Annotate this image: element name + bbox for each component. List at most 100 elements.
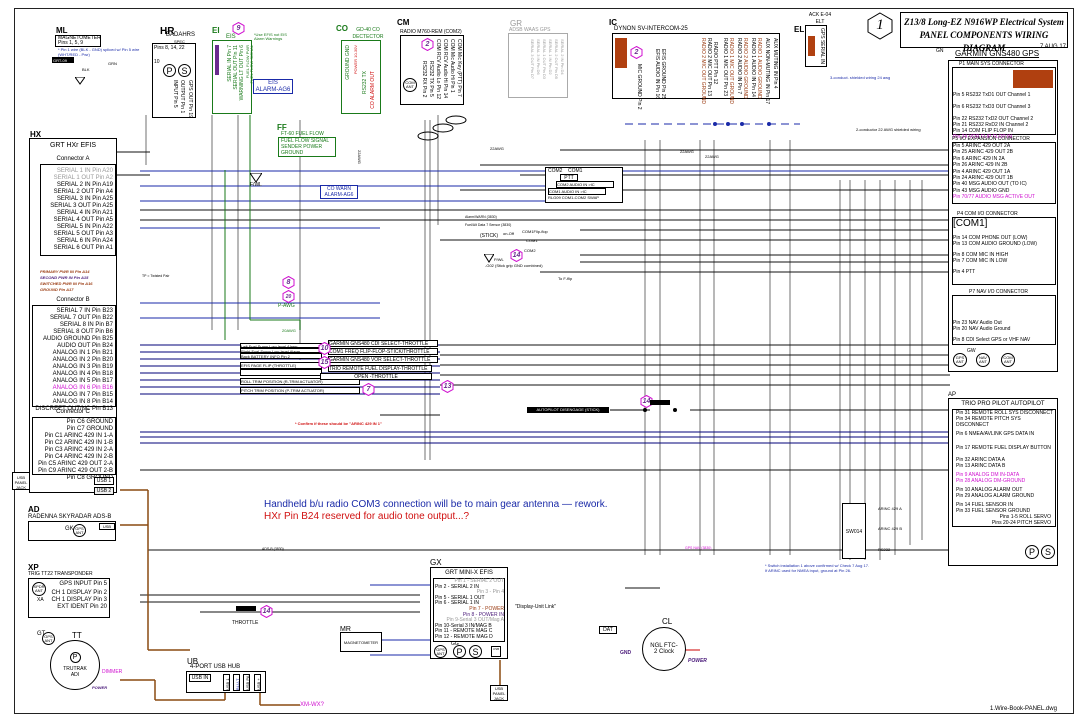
cl-dat-tag: DAT [599,626,617,634]
connector-b: SERIAL 7 IN Pin B23 SERIAL 7 OUT Pin B22… [32,305,116,412]
switch-panel-right: GARMIN GNS480 CDI SELECT-THROTTLE COM1 F… [320,340,438,380]
hr-name: BADAHRS [166,32,196,38]
xp-sub: XA [37,597,44,603]
drawing-date: 7 AUG 17 [1040,44,1067,50]
ic-pin: RADIO 1 AUDIO IN Pin 14 [750,38,756,97]
ap-pin-list: Pin 31 REMOTE ROLL SYS DISCONNECT Pin 34… [952,409,1056,527]
gn-com1-label: [COM1] [953,218,988,229]
gn-p4-pin: Pin 14 COM PHONE OUT (LOW) [953,235,1028,241]
el-note: 3-conduct. shielded wiring 24 awg [830,75,891,80]
switch-row[interactable]: GARMIN GNS480 VOR SELECT-THROTTLE [328,356,438,363]
autopilot-disengage-switch[interactable]: AUTOPILOT DISENGAGE (STICK) [527,407,609,413]
hx-c-pin: Pin C4 ARINC 429 IN 2-B [44,454,113,460]
gn-p4-title: P4 COM I/O CONNECTOR [957,211,1018,217]
ml-code: ML [56,26,68,35]
ap-pin: Pin 31 REMOTE ROLL SYS DISCONNECT [956,410,1054,416]
hx-b-pin: AUDIO GROUND Pin B25 [42,336,113,342]
badge-2: 2 [630,46,643,59]
gn-p5-title: P5 I/O EXPANSION CONNECTOR [952,136,1030,142]
stick-label: (STICK) [480,233,499,239]
com1-header: COM1 [568,168,583,174]
ff-line: SENDER POWER [281,144,323,150]
stick-com1: COM1 [526,238,538,243]
hx-b-pin: ANALOG IN 3 Pin B19 [52,364,113,370]
switch-row[interactable] [240,369,322,376]
co-code: CO [336,24,348,33]
switch-row[interactable]: GARMIN GNS480 CDI SELECT-THROTTLE [328,340,438,347]
tt-power: POWER [92,685,108,690]
gn-p4-connector: [COM1] Pin 14 COM PHONE OUT (LOW) Pin 13… [952,217,1056,285]
wire-gauge-label: 22AWG [680,149,694,154]
ground-symbol-icon [483,250,495,268]
badge-14: 14 [510,249,523,262]
ub-port[interactable]: USB + [254,674,261,691]
ic-pin: EFIS AUDIO IN Pin 16 [654,49,660,100]
xpdr-antenna-icon: XPDR ANT [32,582,46,596]
hx-c-pin: Pin C7 GROUND [66,426,113,432]
gx-usb-port[interactable]: USB [491,646,501,657]
gn-p5-pin: Pin 24 ARINC 429 OUT 1B [953,175,1013,182]
switch-row[interactable]: EFIS PAGE FLIP (THROTTLE) [240,362,322,369]
gr-code: GR [510,19,522,28]
eis-alarm-box: EIS ALARM-AG6 [253,79,293,94]
usb-panel-jack-bottom[interactable]: USB PANEL JACK [490,685,508,701]
ic-pin: RADIO 2 MIC OUT Pin 13 [706,38,712,96]
hx-a-pin: SERIAL 2 OUT Pin A4 [53,189,113,195]
ap-pin: Pins 20-24 PITCH SERVO [991,520,1051,526]
ad-usb-port[interactable]: USB [99,523,115,530]
wire-gauge-label: 20AWG [282,328,296,333]
cm-pin: COM Mic Key (PTT) Pin 7 [456,39,462,97]
ff-ground-label: F/WL [250,182,262,188]
sw014-switch[interactable]: SW014 [842,503,866,559]
connector-a: SERIAL 1 IN Pin A20 SERIAL 1 OUT Pin A2 … [40,164,116,256]
ei-code: EI [212,26,220,35]
ub-port[interactable]: USB PA [243,674,250,691]
hx-b-pin: SERIAL 8 IN Pin B7 [59,322,113,328]
switch-row[interactable]: PITCH TRIM POSITION (P-TRIM ACTUATOR) [240,387,360,394]
switch-row[interactable]: OPEN -THROTTLE [320,373,432,380]
ic-pin: AUX MUTING IN Pin 4 [772,38,778,89]
ad-sub: GK [65,526,74,532]
switch-row[interactable]: ROLL TRIM POSITION (R-TRIM ACTUATOR) [240,378,360,385]
ic-pin: AUX NON-MUTING IN Pin 17 [764,38,770,105]
ic-name: DYNON SV-INTERCOM-25 [614,26,688,32]
co-detector-box: GROUND GND POWER 10-30V RS232 TX CO ALAR… [341,40,381,114]
ei-pin: FUEL FLOW SIGNAL [249,45,254,84]
drawing-filename: 1.Wire-Book-PANEL.dwg [990,706,1057,712]
ub-port[interactable]: USB IN [189,674,211,682]
connector-c: Pin C6 GROUND Pin C7 GROUND Pin C1 ARINC… [32,417,116,481]
cl-code: CL [662,617,673,626]
gn-p4-pin: Pin 13 COM AUDIO GROUND (LOW) [953,241,1037,248]
badge-14: 14 [640,395,653,408]
hx-b-pin: ANALOG IN 2 Pin B20 [52,357,113,363]
power-label-tag [215,45,219,75]
wire-gauge-label: 22AWG [490,146,504,151]
gr-pin: SERIAL 3 IN Pin D6 [536,39,541,75]
ic-pin: RADIO 1 MIC OUT Pin 23 [722,38,728,96]
title-line-1: Z13/8 Long-EZ N916WP Electrical System [904,17,1064,27]
ff-line: GROUND [281,150,304,156]
hx-a-pin: SERIAL 1 OUT Pin A2 [53,175,113,181]
cl-name: NGL FTC-2 Clock [650,643,678,655]
ei-note: *Use EFIS not EIS Alarm Warnings [254,32,287,41]
ic-pin: RADIO 2 MIC OUT GROUND [700,38,706,105]
gx-pin-list: Pin 1 - SERIAL 2 OUT Pin 2 - SERIAL 2 IN… [433,578,505,642]
gps-antenna-icon: GPS ANT [434,645,447,658]
com-swap-header: COM2 COM1 [548,168,622,174]
ub-port[interactable]: BLU-T [233,674,240,691]
power-note: SECOND PWR IN Pin A15 [40,275,89,280]
sw014-output: ARINC 429 B [878,526,903,531]
switch-row[interactable]: TRIO REMOTE FUEL DISPLAY-THROTTLE [328,365,432,372]
xp-pin: CH 1 DISPLAY Pin 3 [51,597,107,603]
xp-pin: GPS INPUT Pin 5 [59,581,107,587]
usb-panel-jack-left[interactable]: USB PANEL JACK [12,472,30,490]
hr-badahrs-box: Pins 8, 14, 22 10 P S GPS OUT Pin 19 OUT… [152,43,196,118]
hx-a-pin: SERIAL 2 IN Pin A19 [56,182,113,188]
ub-port[interactable]: USB 1 [223,674,230,691]
hx-usb-2-port[interactable]: USB 2 [94,487,114,495]
ptt-contact: PTT [560,174,578,181]
switch-row[interactable]: COM1 FREQ FLIP-FLOP-STICK/THROTTLE [328,348,438,355]
switch-row[interactable]: Back BATTERY INFO Pin 2 [240,353,322,359]
gx-pin: Pin 3 - Pin 4 [476,589,504,596]
hx-usb-1-port[interactable]: USB 1 [94,477,114,485]
